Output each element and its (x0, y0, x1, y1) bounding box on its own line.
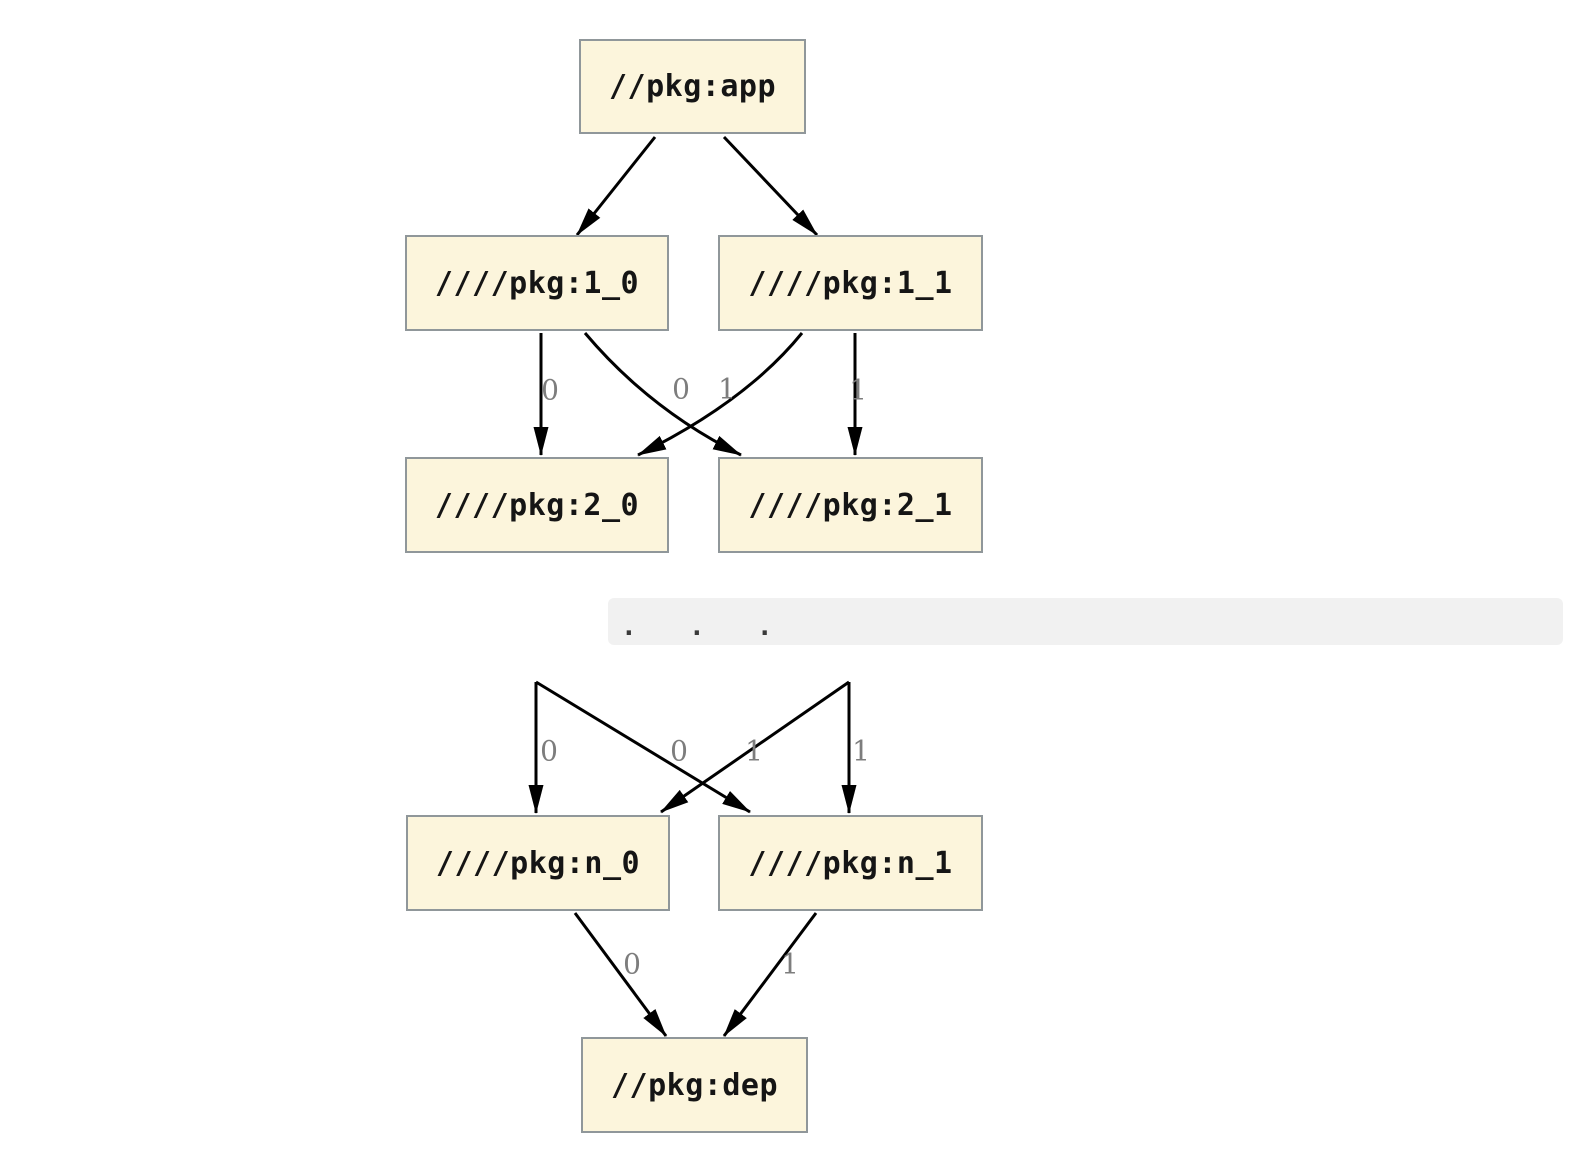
ellipsis-text: . . . (621, 612, 780, 642)
node-pkg-n_1: ////pkg:n_1 (718, 815, 983, 911)
edge-label-elided-n_0: 0 (540, 735, 558, 768)
edge-n_0-to-dep (573, 912, 668, 1037)
node-pkg-2_0: ////pkg:2_0 (405, 457, 669, 553)
edge-label-elided-n_1: 0 (670, 735, 688, 768)
node-pkg-n_1-label: ////pkg:n_1 (748, 845, 953, 881)
node-pkg-1_1-label: ////pkg:1_1 (748, 265, 953, 301)
edge-app-to-1_1 (722, 135, 819, 237)
node-pkg-dep-label: //pkg:dep (610, 1067, 779, 1103)
edge-label-1_0-2_0: 0 (541, 374, 559, 407)
node-pkg-1_0: ////pkg:1_0 (405, 235, 669, 331)
edge-label-1_1-2_0: 1 (718, 373, 736, 406)
edge-1_0-to-2_1 (583, 332, 742, 457)
edge-n_1-to-dep (722, 912, 818, 1037)
edge-label-1_0-2_1: 0 (672, 373, 690, 406)
node-pkg-1_0-label: ////pkg:1_0 (434, 265, 640, 301)
edge-elided-to-n_0-alt (660, 680, 850, 814)
edge-label-n_1-dep: 1 (781, 948, 799, 981)
elided-middle-band: . . . (608, 598, 1563, 645)
node-pkg-2_1: ////pkg:2_1 (718, 457, 983, 553)
node-pkg-n_0-label: ////pkg:n_0 (435, 845, 641, 881)
edge-label-elided-n_1-alt: 1 (852, 735, 870, 768)
edge-label-n_0-dep: 0 (623, 948, 641, 981)
edge-label-elided-n_0-alt: 1 (745, 735, 763, 768)
edge-label-1_1-2_1: 1 (849, 374, 867, 407)
node-pkg-app-label: //pkg:app (608, 69, 777, 104)
edge-1_1-to-2_0 (637, 332, 804, 457)
edge-elided-to-n_1 (535, 680, 751, 814)
node-pkg-n_0: ////pkg:n_0 (406, 815, 670, 911)
node-pkg-app: //pkg:app (579, 39, 806, 134)
node-pkg-1_1: ////pkg:1_1 (718, 235, 983, 331)
edge-app-to-1_0 (575, 136, 657, 236)
node-pkg-2_0-label: ////pkg:2_0 (434, 487, 640, 523)
node-pkg-dep: //pkg:dep (581, 1037, 808, 1133)
node-pkg-2_1-label: ////pkg:2_1 (748, 487, 953, 523)
